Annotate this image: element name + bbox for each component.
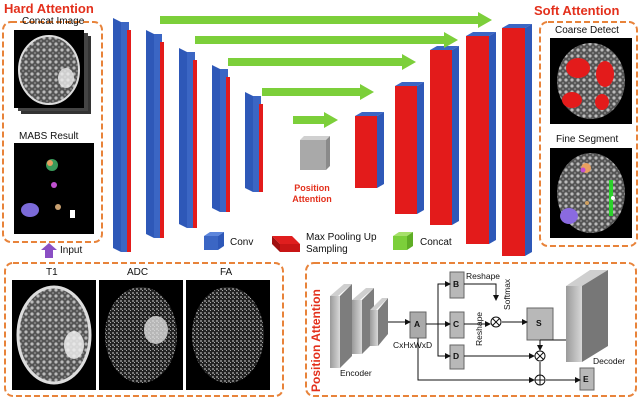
soft-attention-title: Soft Attention [534, 3, 620, 18]
node-s-label: S [536, 318, 542, 328]
node-s [526, 307, 554, 341]
position-attention-cube [300, 136, 330, 170]
position-attention-side-title: Position Attention [309, 289, 323, 392]
node-d-label: D [453, 351, 460, 361]
reshape-mid-label: Reshape [474, 311, 484, 346]
legend [204, 232, 413, 252]
encoder-label: Encoder [340, 368, 372, 378]
adc-label: ADC [127, 267, 149, 278]
fine-segment-label: Fine Segment [556, 134, 619, 145]
center-position-attention-label: Position Attention [292, 183, 332, 204]
reshape-top-label: Reshape [466, 271, 501, 281]
cxhxwxd-label: CxHxWxD [393, 340, 433, 350]
legend-conv-swatch [204, 236, 218, 250]
node-b-label: B [453, 279, 460, 289]
legend-concat-swatch [393, 236, 407, 250]
mri-panel [4, 262, 284, 397]
legend-conv-label: Conv [230, 237, 254, 248]
node-e-label: E [583, 374, 589, 384]
skip-connection-arrows [160, 12, 492, 128]
hard-attention-title: Hard Attention [4, 1, 94, 16]
legend-concat-label: Concat [420, 237, 452, 248]
mabs-result-label: MABS Result [19, 131, 79, 142]
input-label: Input [60, 245, 83, 256]
node-a-label: A [414, 319, 421, 329]
decoder-stack [566, 270, 608, 362]
t1-label: T1 [46, 267, 58, 278]
node-c-label: C [453, 319, 460, 329]
mabs-result-image [14, 143, 94, 234]
encoder-stack [330, 284, 388, 368]
coarse-detect-label: Coarse Detect [555, 25, 619, 36]
fa-label: FA [220, 267, 233, 278]
legend-pool-swatch [272, 236, 300, 244]
concat-image-label: Concat Image [22, 16, 85, 27]
unet-encoder [113, 18, 263, 252]
decoder-label: Decoder [593, 356, 626, 366]
legend-pool-label: Max Pooling Up Sampling [306, 232, 377, 255]
hard-attention-panel [2, 21, 103, 243]
softmax-label: Softmax [502, 278, 512, 310]
soft-attention-panel [539, 21, 638, 247]
unet-decoder [355, 24, 532, 256]
input-arrow-icon [41, 243, 57, 258]
position-attention-panel [305, 262, 637, 397]
